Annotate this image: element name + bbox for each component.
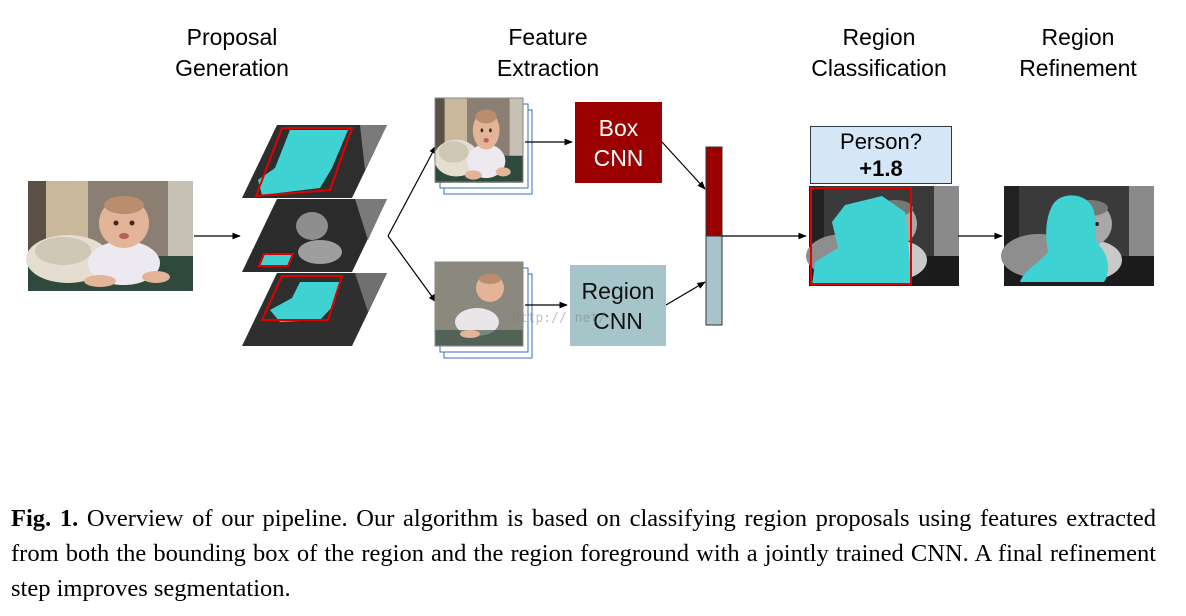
feature-vector (705, 146, 723, 326)
caption-text: Overview of our pipeline. Our algorithm … (11, 505, 1156, 602)
fork-line (387, 145, 437, 237)
figure-caption: Fig. 1. Overview of our pipeline. Our al… (11, 501, 1156, 606)
fork-line (387, 235, 437, 303)
class-question: Person? (840, 129, 922, 154)
classification-image (806, 186, 959, 286)
caption-fig-label: Fig. 1. (11, 505, 79, 532)
proposal-slice-3 (242, 273, 387, 346)
box-crop-stack (433, 97, 533, 195)
proposal-slice-1 (242, 125, 387, 198)
arrow-region-cnn-to-vector (665, 281, 706, 306)
region-crop-stack (434, 261, 533, 359)
class-score: +1.8 (859, 156, 903, 181)
input-image (26, 181, 193, 291)
classification-score-label: Person? +1.8 (810, 126, 952, 184)
watermark: http:// net/ (512, 311, 606, 326)
arrow-box-cnn-to-vector (661, 141, 706, 190)
refinement-image (1001, 186, 1154, 286)
proposal-slice-2 (242, 199, 387, 272)
